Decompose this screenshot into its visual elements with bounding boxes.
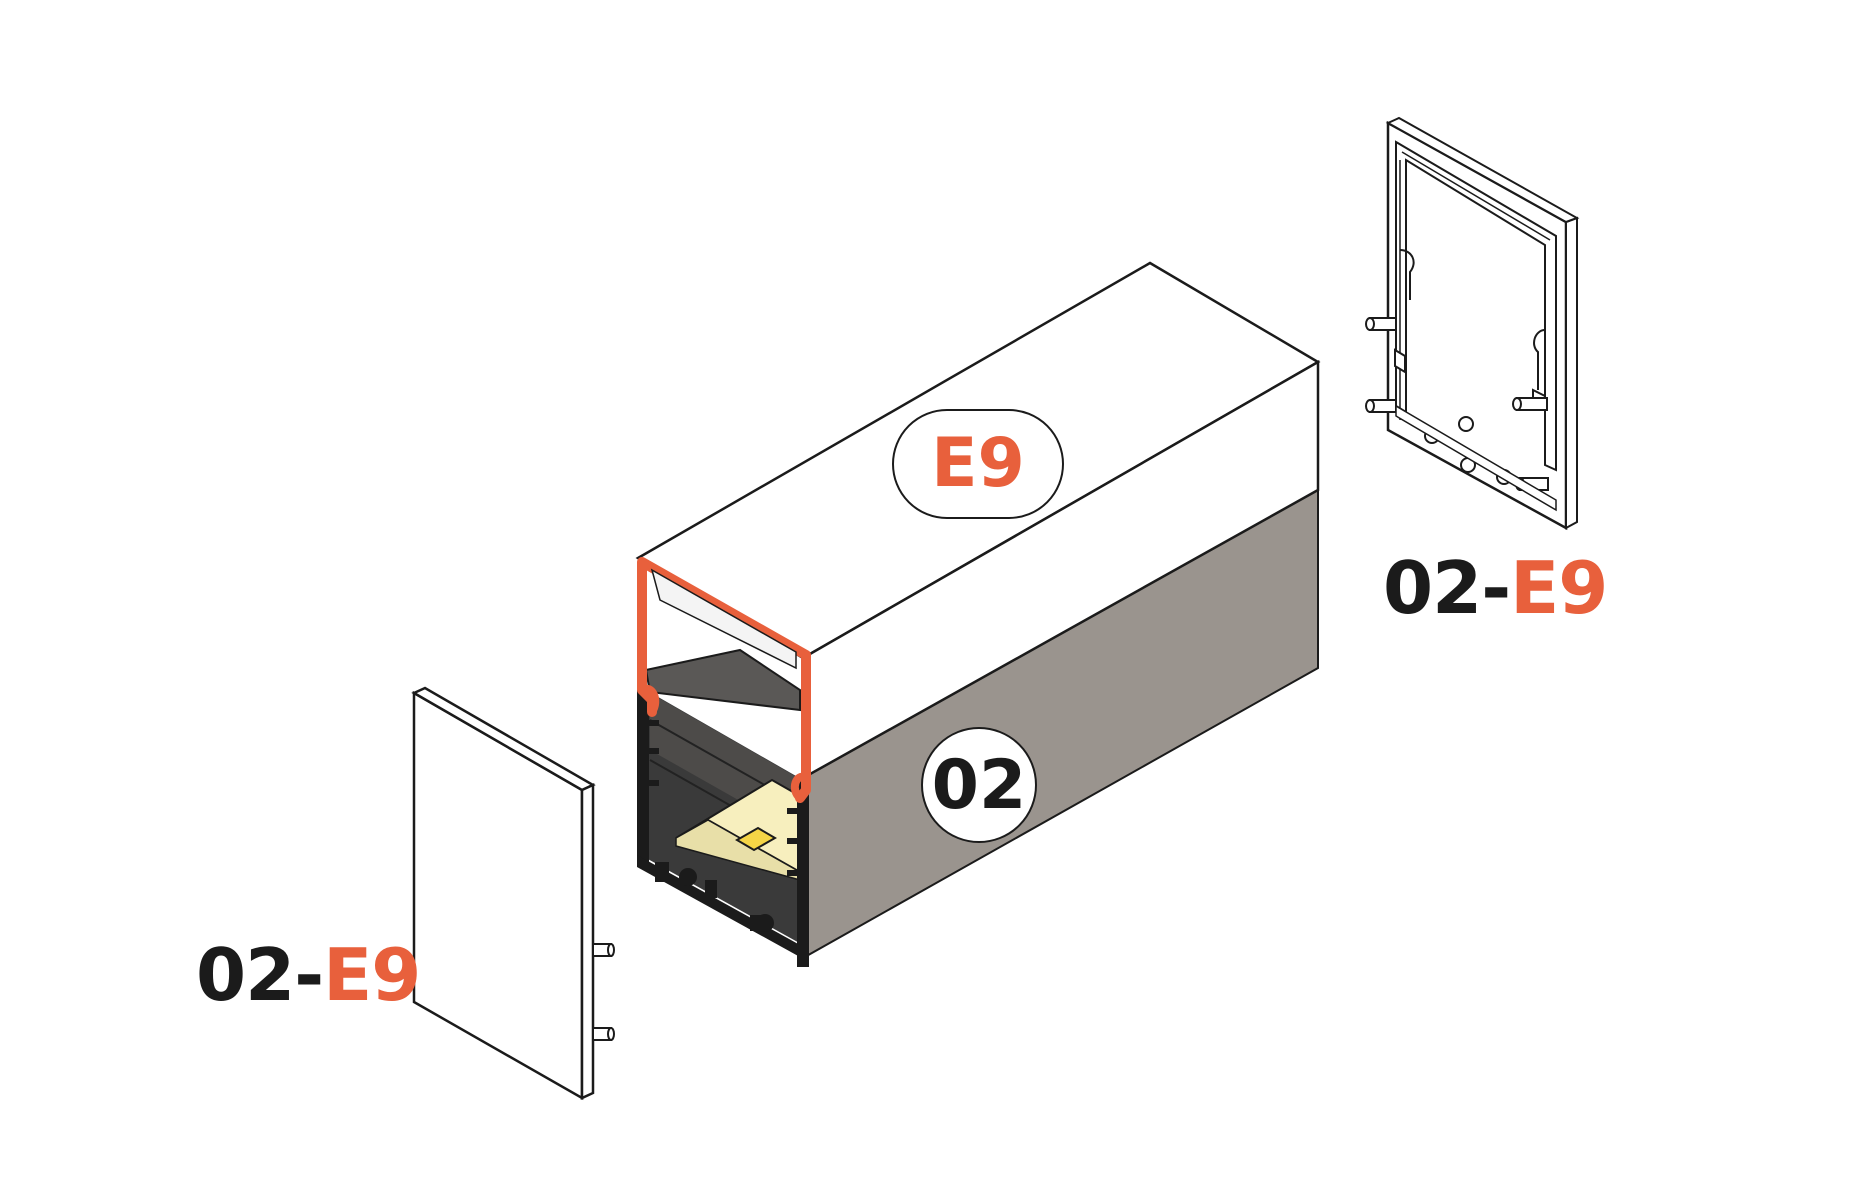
profile-badge	[921, 727, 1037, 843]
diffuser-badge	[892, 409, 1064, 519]
end-cap-left-face	[412, 690, 584, 1101]
end-cap-left	[411, 686, 615, 1101]
end-cap-left-label-suffix: E9	[323, 933, 421, 1017]
profile-end-section	[637, 690, 809, 967]
end-cap-right	[1365, 116, 1580, 531]
profile-badge-label: 02	[931, 746, 1027, 825]
end-cap-right-label: 02-E9	[1383, 552, 1608, 624]
diffuser-badge-label: E9	[931, 424, 1025, 503]
end-cap-right-face	[1386, 120, 1568, 531]
end-cap-right-label-suffix: E9	[1510, 546, 1608, 630]
led-chip	[735, 826, 777, 852]
end-cap-left-pins	[592, 943, 615, 1041]
end-cap-right-label-prefix: 02-	[1383, 546, 1511, 630]
aluminium-profile	[635, 261, 1321, 967]
end-cap-left-label-prefix: 02-	[196, 933, 324, 1017]
end-cap-left-label: 02-E9	[196, 939, 421, 1011]
